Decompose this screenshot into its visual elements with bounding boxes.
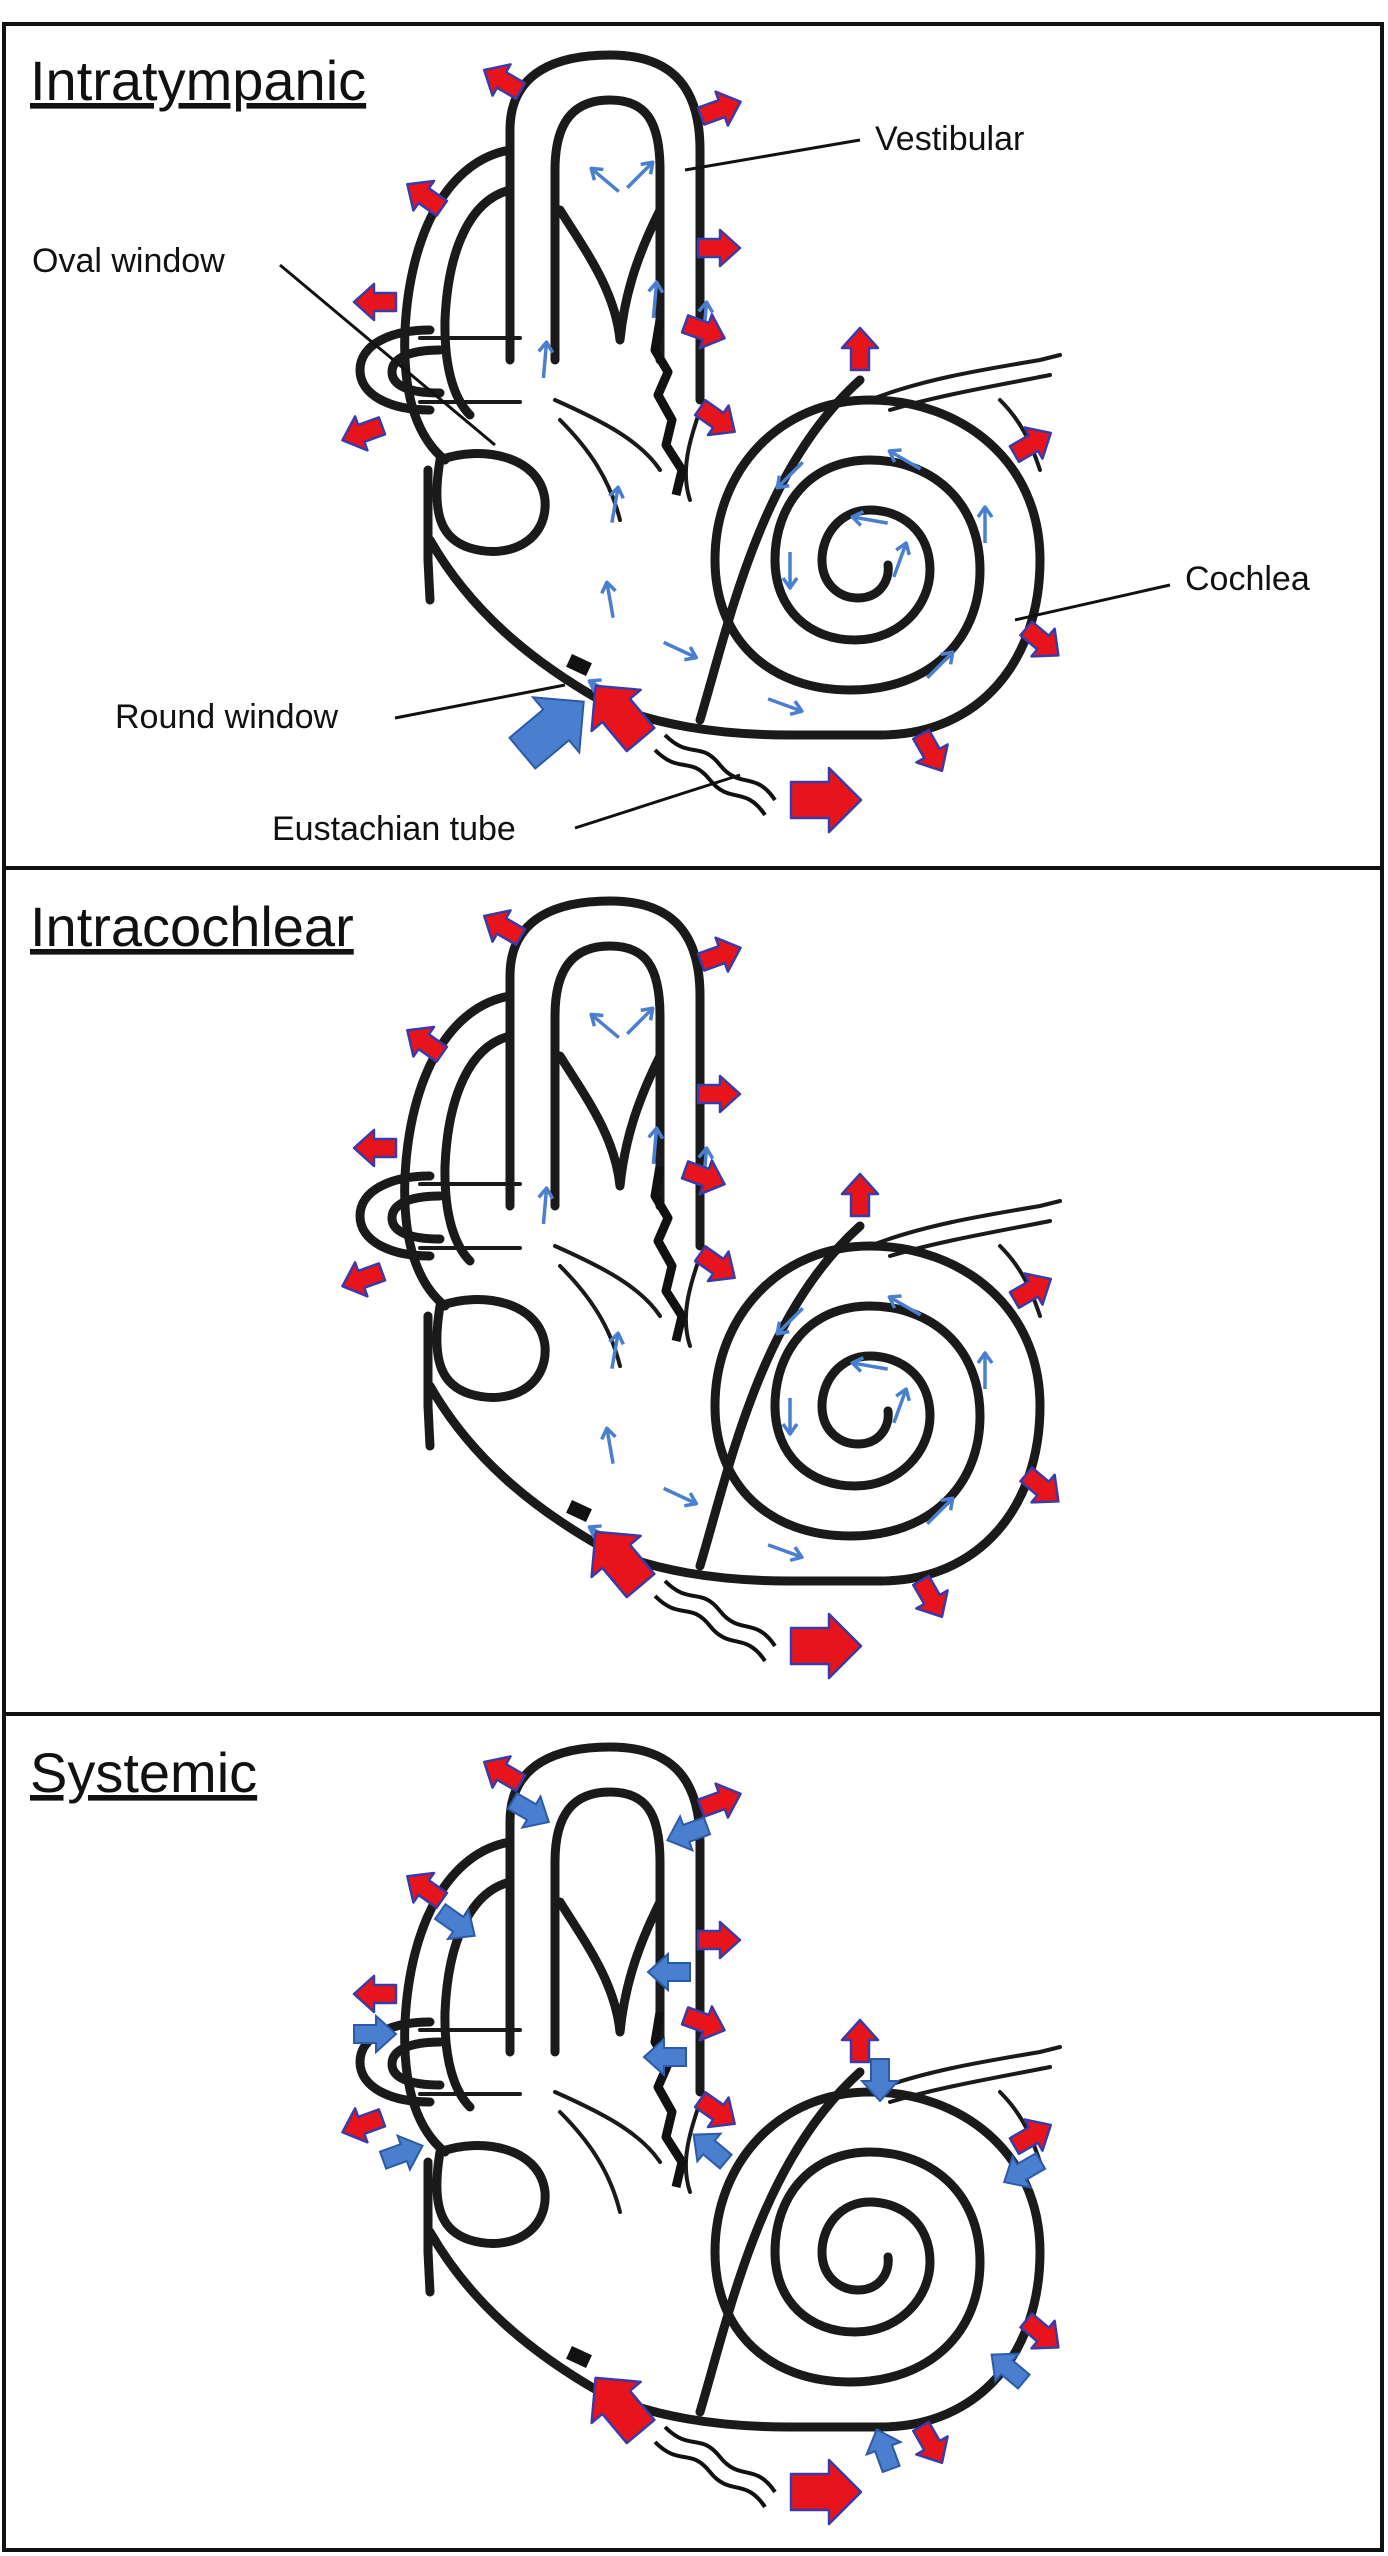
red-arrow-icon — [569, 664, 667, 762]
label-oval-window: Oval window — [32, 242, 225, 280]
oval-window-leader — [279, 263, 496, 447]
red-arrow-icon — [789, 1612, 863, 1680]
vestibular-leader — [684, 138, 861, 172]
cochlea-leader — [1014, 583, 1171, 622]
figure-border — [2, 22, 1384, 2552]
red-arrow-icon — [569, 2356, 667, 2454]
panel-title: Intracochlear — [30, 895, 354, 958]
red-arrow-icon — [789, 766, 863, 834]
label-eustachian-tube: Eustachian tube — [272, 810, 516, 848]
panel-title: Intratympanic — [30, 49, 366, 112]
panel-intracochlear: Intracochlear — [30, 895, 1070, 1680]
red-arrow-icon — [569, 1510, 667, 1608]
label-vestibular: Vestibular — [875, 120, 1024, 158]
label-cochlea: Cochlea — [1185, 560, 1310, 598]
panel-title: Systemic — [30, 1741, 257, 1804]
panel-intratympanic: Intratympanic Vestibular Oval window Coc… — [30, 49, 1310, 848]
eustachian-tube-leader — [574, 773, 741, 830]
round-window-leader — [394, 683, 566, 720]
red-arrow-icon — [789, 2458, 863, 2526]
label-round-window: Round window — [115, 698, 338, 736]
panel-systemic: Systemic — [30, 1741, 1070, 2526]
